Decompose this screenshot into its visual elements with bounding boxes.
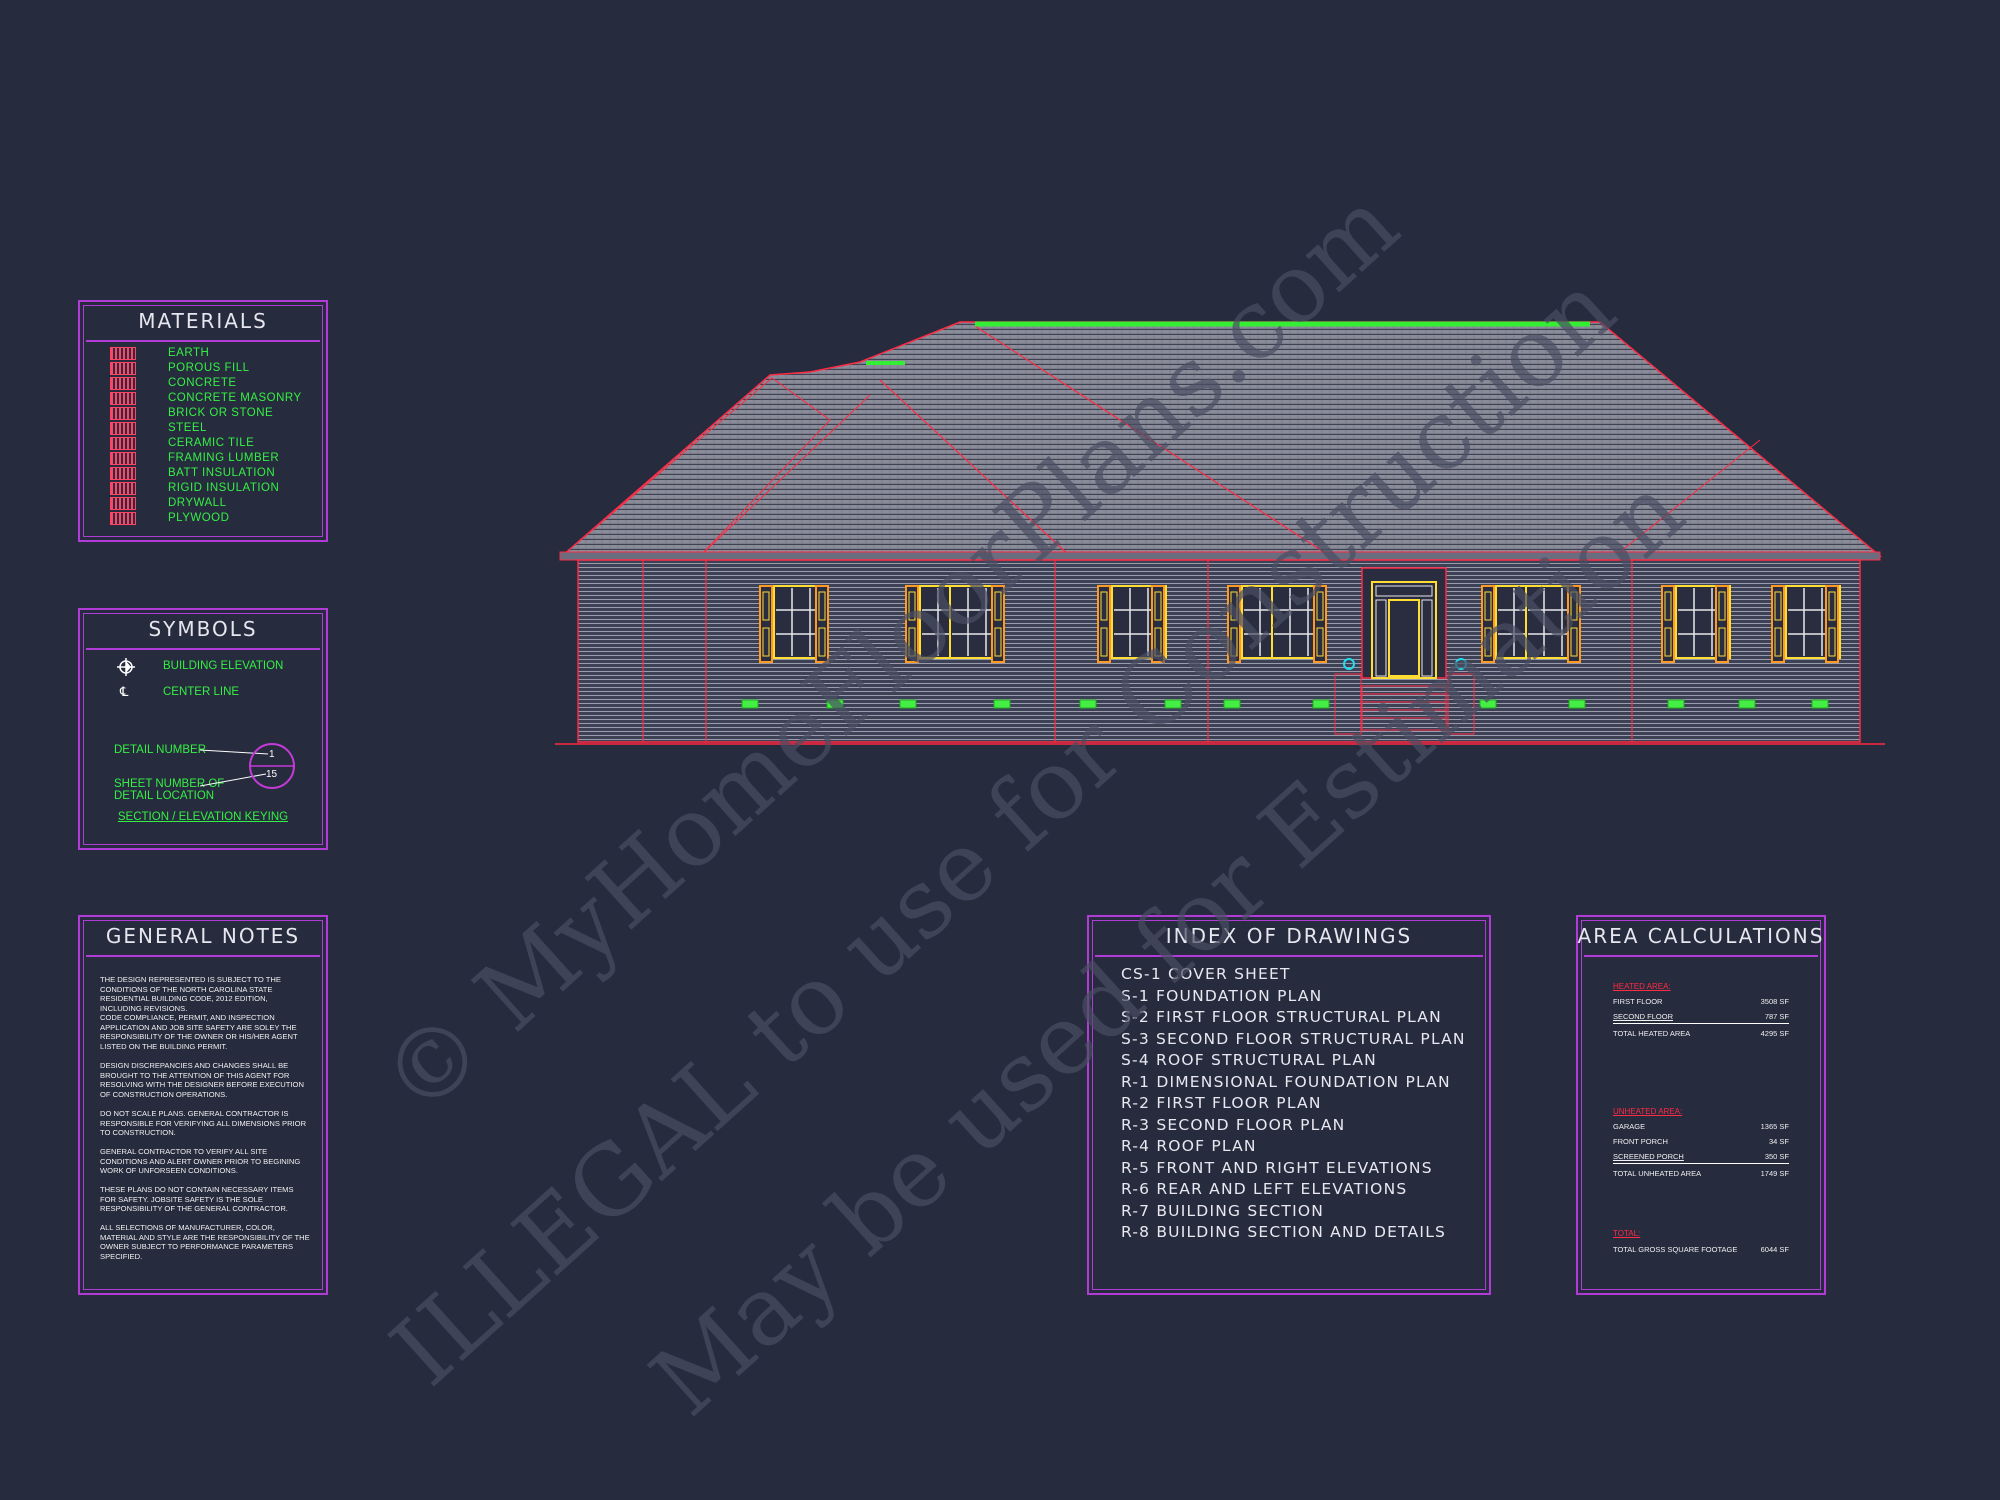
bubble-top: 1: [269, 749, 275, 760]
index-item: S-4 ROOF STRUCTURAL PLAN: [1121, 1051, 1377, 1069]
screened-porch-value: 350 SF: [1764, 1152, 1789, 1161]
general-note: DESIGN DISCREPANCIES AND CHANGES SHALL B…: [100, 1061, 304, 1099]
heated-header: HEATED AREA:: [1613, 982, 1671, 991]
gross-value: 6044 SF: [1760, 1245, 1789, 1254]
total-header: TOTAL:: [1613, 1229, 1641, 1238]
index-item: R-4 ROOF PLAN: [1121, 1137, 1257, 1155]
index-item: R-2 FIRST FLOOR PLAN: [1121, 1094, 1322, 1112]
index-item: R-6 REAR AND LEFT ELEVATIONS: [1121, 1180, 1408, 1198]
material-swatch: [110, 376, 136, 390]
material-swatch: [110, 436, 136, 450]
sheet-number-label-1: SHEET NUMBER OF: [114, 778, 225, 790]
material-label: STEEL: [168, 422, 207, 434]
symbols-panel: SYMBOLS BUILDING ELEVATION ℄ CENTER LINE…: [78, 608, 328, 850]
material-item: STEEL: [110, 421, 207, 435]
index-item: S-2 FIRST FLOOR STRUCTURAL PLAN: [1121, 1008, 1442, 1026]
general-note: DO NOT SCALE PLANS. GENERAL CONTRACTOR I…: [100, 1109, 307, 1138]
material-swatch: [110, 421, 136, 435]
bubble-bottom: 15: [266, 769, 278, 780]
gross-label: TOTAL GROSS SQUARE FOOTAGE: [1613, 1245, 1738, 1254]
first-floor-value: 3508 SF: [1760, 997, 1789, 1006]
material-item: CONCRETE MASONRY: [110, 391, 302, 405]
front-porch-value: 34 SF: [1768, 1137, 1789, 1146]
material-label: BATT INSULATION: [168, 467, 276, 479]
material-label: FRAMING LUMBER: [168, 452, 280, 464]
material-swatch: [110, 451, 136, 465]
general-note: THE DESIGN REPRESENTED IS SUBJECT TO THE…: [100, 975, 281, 1013]
material-swatch: [110, 406, 136, 420]
material-swatch: [110, 496, 136, 510]
material-swatch: [110, 361, 136, 375]
material-item: RIGID INSULATION: [110, 481, 279, 495]
unheated-header: UNHEATED AREA:: [1613, 1107, 1683, 1116]
section-keying-label: SECTION / ELEVATION KEYING: [117, 811, 289, 823]
index-title: INDEX OF DRAWINGS: [1165, 924, 1413, 948]
material-label: CERAMIC TILE: [168, 437, 255, 449]
material-label: CONCRETE: [168, 377, 237, 389]
center-line-label: CENTER LINE: [163, 686, 240, 698]
center-line-icon: ℄: [120, 684, 129, 699]
main-roof: [559, 321, 1883, 557]
garage-value: 1365 SF: [1760, 1122, 1789, 1131]
area-panel: AREA CALCULATIONS HEATED AREA: FIRST FLO…: [1576, 915, 1826, 1295]
material-swatch: [110, 481, 136, 495]
general-note: ALL SELECTIONS OF MANUFACTURER, COLOR, M…: [100, 1223, 310, 1261]
index-item: S-1 FOUNDATION PLAN: [1121, 986, 1323, 1005]
detail-bubble: [200, 743, 295, 789]
material-swatch: [110, 391, 136, 405]
material-label: POROUS FILL: [168, 362, 250, 374]
total-unheated-label: TOTAL UNHEATED AREA: [1613, 1169, 1702, 1178]
material-label: DRYWALL: [168, 497, 227, 509]
general-note: CODE COMPLIANCE, PERMIT, AND INSPECTION …: [100, 1013, 298, 1051]
index-item: R-3 SECOND FLOOR PLAN: [1121, 1115, 1346, 1134]
materials-title: MATERIALS: [138, 309, 268, 333]
material-label: BRICK OR STONE: [168, 407, 274, 419]
screened-porch-label: SCREENED PORCH: [1613, 1152, 1684, 1161]
material-item: DRYWALL: [110, 496, 226, 510]
front-porch-label: FRONT PORCH: [1613, 1137, 1668, 1146]
index-item: CS-1 COVER SHEET: [1121, 965, 1291, 983]
material-item: PLYWOOD: [110, 511, 229, 525]
detail-number-label: DETAIL NUMBER: [114, 744, 207, 756]
general-note: GENERAL CONTRACTOR TO VERIFY ALL SITE CO…: [100, 1147, 301, 1176]
index-item: R-1 DIMENSIONAL FOUNDATION PLAN: [1121, 1072, 1451, 1091]
garage-label: GARAGE: [1613, 1122, 1646, 1131]
second-floor-value: 787 SF: [1764, 1012, 1789, 1021]
material-item: BATT INSULATION: [110, 466, 275, 480]
material-item: CONCRETE: [110, 376, 237, 390]
index-item: S-3 SECOND FLOOR STRUCTURAL PLAN: [1121, 1029, 1466, 1048]
material-swatch: [110, 466, 136, 480]
material-item: BRICK OR STONE: [110, 406, 273, 420]
index-item: R-5 FRONT AND RIGHT ELEVATIONS: [1121, 1158, 1433, 1177]
material-label: CONCRETE MASONRY: [168, 392, 302, 404]
material-item: FRAMING LUMBER: [110, 451, 279, 465]
general-notes-panel: GENERAL NOTES THE DESIGN REPRESENTED IS …: [78, 915, 328, 1295]
area-title: AREA CALCULATIONS: [1577, 924, 1825, 948]
material-item: EARTH: [110, 346, 209, 360]
building-elevation-label: BUILDING ELEVATION: [163, 660, 284, 672]
total-heated-value: 4295 SF: [1760, 1029, 1789, 1038]
general-note: THESE PLANS DO NOT CONTAIN NECESSARY ITE…: [100, 1185, 294, 1214]
index-item: R-7 BUILDING SECTION: [1121, 1201, 1325, 1220]
material-swatch: [110, 346, 136, 360]
building-elevation-icon: [117, 658, 135, 676]
front-entry: [1334, 567, 1475, 735]
total-unheated-value: 1749 SF: [1760, 1169, 1789, 1178]
materials-panel: MATERIALS EARTH POROUS FILL CONCRETE CONCRE…: [78, 300, 328, 542]
material-label: EARTH: [168, 347, 210, 359]
material-item: CERAMIC TILE: [110, 436, 254, 450]
material-label: RIGID INSULATION: [168, 482, 280, 494]
general-notes-title: GENERAL NOTES: [105, 924, 301, 948]
material-item: POROUS FILL: [110, 361, 250, 375]
first-floor-label: FIRST FLOOR: [1613, 997, 1663, 1006]
index-panel: INDEX OF DRAWINGS CS-1 COVER SHEET S-1 FO…: [1087, 915, 1491, 1295]
total-heated-label: TOTAL HEATED AREA: [1613, 1029, 1691, 1038]
symbols-title: SYMBOLS: [148, 617, 258, 641]
sheet-number-label-2: DETAIL LOCATION: [114, 790, 215, 802]
second-floor-label: SECOND FLOOR: [1613, 1012, 1674, 1021]
material-label: PLYWOOD: [168, 512, 230, 524]
material-swatch: [110, 511, 136, 525]
index-item: R-8 BUILDING SECTION AND DETAILS: [1121, 1223, 1447, 1241]
